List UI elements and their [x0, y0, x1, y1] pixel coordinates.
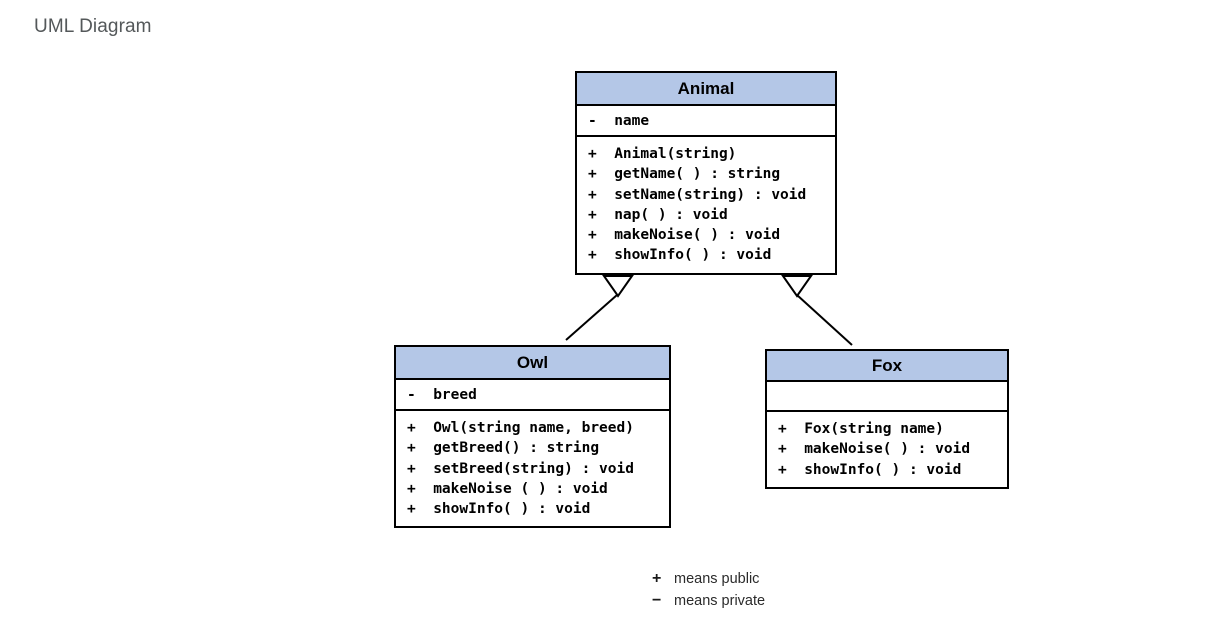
- uml-class-fox[interactable]: Fox + Fox(string name) + makeNoise( ) : …: [765, 349, 1009, 489]
- class-methods-animal: + Animal(string) + getName( ) : string +…: [577, 137, 835, 273]
- method-item: + makeNoise( ) : void: [588, 227, 781, 244]
- attribute-item: - name: [588, 113, 650, 129]
- legend-symbol-public: +: [652, 570, 662, 587]
- class-attributes-owl: - breed: [396, 380, 669, 411]
- method-item: + Animal(string): [588, 146, 737, 162]
- class-methods-owl: + Owl(string name, breed) + getBreed() :…: [396, 411, 669, 526]
- legend-label-public: means public: [674, 571, 760, 587]
- method-item: + getBreed() : string: [407, 440, 600, 457]
- method-item: + Fox(string name): [778, 421, 944, 437]
- method-item: + setBreed(string) : void: [407, 460, 634, 477]
- class-attributes-fox: [767, 382, 1007, 412]
- generalization-arrowhead-owl: [602, 275, 634, 298]
- generalization-line-owl: [565, 294, 618, 341]
- class-attributes-animal: - name: [577, 106, 835, 137]
- uml-class-owl[interactable]: Owl - breed + Owl(string name, breed) + …: [394, 345, 671, 529]
- class-name-fox: Fox: [767, 351, 1007, 382]
- method-item: + makeNoise( ) : void: [778, 441, 971, 458]
- method-item: + showInfo( ) : void: [778, 461, 962, 478]
- class-name-animal: Animal: [577, 73, 835, 106]
- method-item: + nap( ) : void: [588, 206, 728, 223]
- method-item: + Owl(string name, breed): [407, 420, 634, 436]
- legend-label-private: means private: [674, 593, 766, 609]
- legend-row: + means public: [652, 570, 765, 592]
- method-item: + getName( ) : string: [588, 166, 781, 183]
- legend-row: − means private: [652, 592, 765, 614]
- method-item: + setName(string) : void: [588, 186, 807, 203]
- legend-symbol-private: −: [652, 592, 662, 609]
- page-title: UML Diagram: [34, 16, 152, 37]
- generalization-arrowhead-fox: [781, 275, 813, 298]
- legend: + means public − means private: [652, 570, 765, 614]
- attribute-item: - breed: [407, 387, 477, 403]
- uml-class-animal[interactable]: Animal - name + Animal(string) + getName…: [575, 71, 837, 275]
- method-item: + makeNoise ( ) : void: [407, 480, 608, 497]
- method-item: + showInfo( ) : void: [588, 247, 772, 264]
- class-methods-fox: + Fox(string name) + makeNoise( ) : void…: [767, 412, 1007, 487]
- generalization-line-fox: [796, 294, 853, 346]
- class-name-owl: Owl: [396, 347, 669, 380]
- method-item: + showInfo( ) : void: [407, 501, 591, 518]
